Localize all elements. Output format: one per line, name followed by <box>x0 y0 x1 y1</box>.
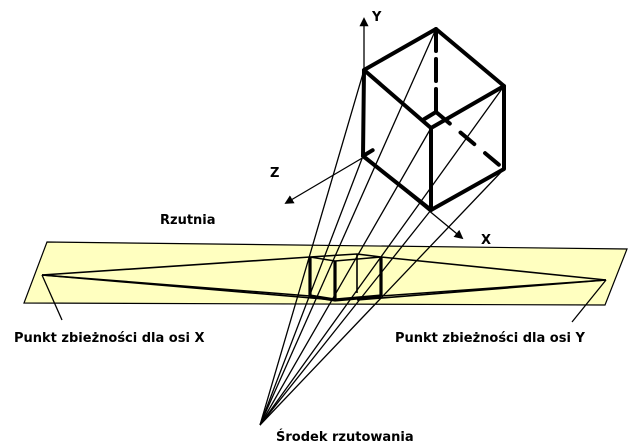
vanishing-line-y <box>380 256 607 281</box>
projection-ray <box>259 85 505 426</box>
cube-edge <box>429 84 506 130</box>
cube-edge <box>362 68 433 130</box>
projection-ray <box>259 28 437 426</box>
axis-y-label: Y <box>371 10 382 25</box>
cube-hidden-edge <box>434 110 506 171</box>
projected-cube <box>308 253 383 302</box>
axis-z <box>284 156 365 204</box>
projection-center-label: Środek rzutowania <box>276 429 414 445</box>
projected-cube-bottom <box>309 294 382 302</box>
cube-hidden-edge <box>361 110 438 158</box>
vanishing-point-y-leader <box>571 279 607 323</box>
vanishing-lines <box>41 256 607 301</box>
vanishing-point-x-label: Punkt zbieżności dla osi X <box>14 331 204 346</box>
projection-ray <box>259 168 505 426</box>
projection-ray <box>259 127 432 426</box>
axis-x-label: X <box>481 233 491 248</box>
plane-label: Rzutnia <box>160 213 216 228</box>
vanishing-line-y <box>356 279 607 301</box>
vanishing-point-y-label: Punkt zbieżności dla osi Y <box>395 331 585 346</box>
vanishing-line-x <box>41 256 311 276</box>
projection-ray <box>259 209 432 426</box>
vanishing-point-x-leader <box>41 274 63 321</box>
cube-3d <box>361 27 506 212</box>
axis-z-label: Z <box>270 166 279 181</box>
projection-rays <box>259 28 505 426</box>
vanishing-line-x <box>41 274 336 301</box>
projection-ray <box>259 69 365 426</box>
